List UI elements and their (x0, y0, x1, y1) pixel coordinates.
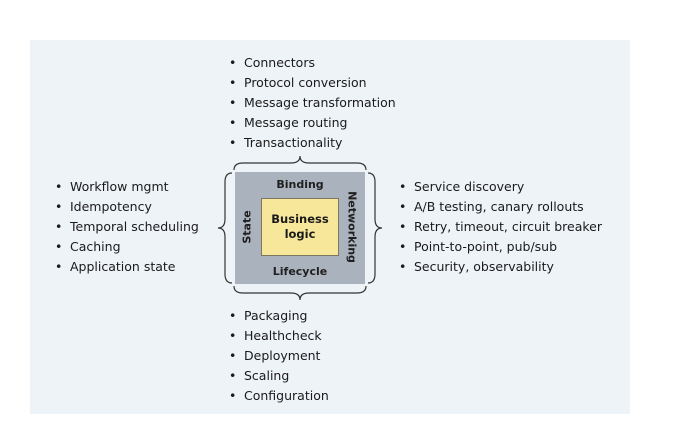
list-item: Transactionality (228, 133, 396, 153)
bottom-brace (233, 285, 367, 301)
lifecycle-capabilities-list: Packaging Healthcheck Deployment Scaling… (228, 306, 329, 406)
lifecycle-label: Lifecycle (272, 265, 328, 278)
list-item: Point-to-point, pub/sub (398, 237, 602, 257)
list-item: Protocol conversion (228, 73, 396, 93)
top-brace (233, 155, 367, 171)
networking-capabilities-list: Service discovery A/B testing, canary ro… (398, 177, 602, 277)
list-item: Idempotency (54, 197, 199, 217)
list-item: Deployment (228, 346, 329, 366)
right-brace (367, 172, 383, 284)
list-item: Message routing (228, 113, 396, 133)
list-item: Retry, timeout, circuit breaker (398, 217, 602, 237)
state-capabilities-list: Workflow mgmt Idempotency Temporal sched… (54, 177, 199, 277)
list-item: A/B testing, canary rollouts (398, 197, 602, 217)
list-item: Scaling (228, 366, 329, 386)
list-item: Service discovery (398, 177, 602, 197)
list-item: Connectors (228, 53, 396, 73)
list-item: Security, observability (398, 257, 602, 277)
list-item: Temporal scheduling (54, 217, 199, 237)
business-logic-label: Business logic (271, 212, 329, 241)
list-item: Message transformation (228, 93, 396, 113)
state-label: State (240, 210, 254, 244)
binding-label: Binding (276, 178, 324, 191)
list-item: Caching (54, 237, 199, 257)
list-item: Healthcheck (228, 326, 329, 346)
networking-label: Networking (345, 191, 359, 263)
list-item: Workflow mgmt (54, 177, 199, 197)
left-brace (217, 172, 233, 284)
list-item: Packaging (228, 306, 329, 326)
list-item: Application state (54, 257, 199, 277)
business-logic-box: Business logic (261, 198, 339, 256)
binding-capabilities-list: Connectors Protocol conversion Message t… (228, 53, 396, 153)
list-item: Configuration (228, 386, 329, 406)
